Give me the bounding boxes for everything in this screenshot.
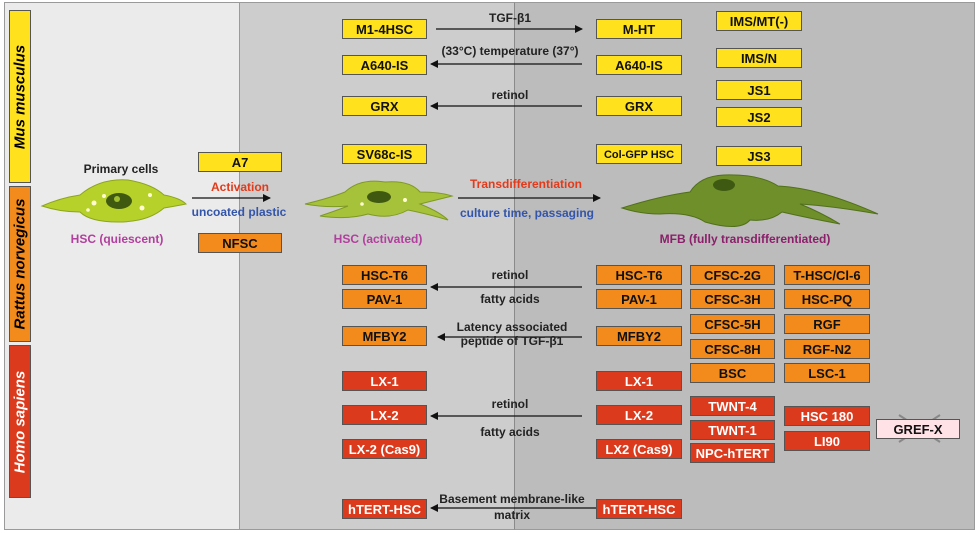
mouse-a640-is-left: A640-IS	[342, 55, 427, 75]
mouse-m1-4hsc: M1-4HSC	[342, 19, 427, 39]
mfb-label: MFB (fully transdifferentiated)	[659, 232, 831, 246]
primary-cells-label: Primary cells	[83, 162, 159, 176]
mfb-cell-icon	[620, 174, 879, 227]
rat-factor-lap-1: Latency associated	[456, 320, 568, 334]
human-npc-htert: NPC-hTERT	[690, 443, 775, 463]
mouse-factor-retinol: retinol	[491, 88, 529, 102]
rat-factor-retinol: retinol	[491, 268, 529, 282]
species-label-human: Homo sapiens	[9, 345, 31, 498]
cell-line-a7: A7	[198, 152, 282, 172]
mouse-ims-n: IMS/N	[716, 48, 802, 68]
mouse-factor-tgf: TGF-β1	[489, 11, 531, 25]
human-lx-2-cas9-left: LX-2 (Cas9)	[342, 439, 427, 459]
human-twnt-4: TWNT-4	[690, 396, 775, 416]
rat-hsc-t6-left: HSC-T6	[342, 265, 427, 285]
rat-rgf: RGF	[784, 314, 870, 334]
cell-line-nfsc: NFSC	[198, 233, 282, 253]
rat-pav-1-right: PAV-1	[596, 289, 682, 309]
mouse-js2: JS2	[716, 107, 802, 127]
rat-hsc-t6-right: HSC-T6	[596, 265, 682, 285]
human-li90: LI90	[784, 431, 870, 451]
uncoated-plastic-label: uncoated plastic	[191, 205, 287, 219]
mouse-m-ht: M-HT	[596, 19, 682, 39]
rat-factor-lap-2: peptide of TGF-β1	[460, 334, 564, 348]
transdifferentiation-label: Transdifferentiation	[469, 177, 582, 191]
human-lx-1-left: LX-1	[342, 371, 427, 391]
rat-lsc-1: LSC-1	[784, 363, 870, 383]
culture-time-label: culture time, passaging	[459, 206, 595, 220]
mouse-grx-right: GRX	[596, 96, 682, 116]
rat-factor-fatty-acids: fatty acids	[480, 292, 540, 306]
rat-rgf-n2: RGF-N2	[784, 339, 870, 359]
human-factor-bm-2: matrix	[493, 508, 531, 522]
rat-bsc: BSC	[690, 363, 775, 383]
human-factor-bm-1: Basement membrane-like	[439, 492, 585, 506]
mouse-sv68c-is: SV68c-IS	[342, 144, 427, 164]
mouse-ims-mt: IMS/MT(-)	[716, 11, 802, 31]
quiescent-cell-icon	[40, 179, 188, 223]
human-factor-retinol: retinol	[491, 397, 529, 411]
human-htert-hsc-left: hTERT-HSC	[342, 499, 427, 519]
rat-hsc-pq: HSC-PQ	[784, 289, 870, 309]
mouse-factor-temperature: (33°C) temperature (37°)	[441, 44, 579, 58]
quiescent-label: HSC (quiescent)	[70, 232, 164, 246]
mouse-grx-left: GRX	[342, 96, 427, 116]
human-factor-fatty-acids: fatty acids	[480, 425, 540, 439]
species-label-mouse: Mus musculus	[9, 10, 31, 183]
rat-mfby2-right: MFBY2	[596, 326, 682, 346]
human-twnt-1: TWNT-1	[690, 420, 775, 440]
mouse-a640-is-right: A640-IS	[596, 55, 682, 75]
rat-t-hsc-cl-6: T-HSC/Cl-6	[784, 265, 870, 285]
rat-pav-1-left: PAV-1	[342, 289, 427, 309]
activated-label: HSC (activated)	[333, 232, 423, 246]
activated-cell-icon	[304, 180, 454, 221]
human-lx-2-right: LX-2	[596, 405, 682, 425]
human-lx2-cas9-right: LX2 (Cas9)	[596, 439, 682, 459]
mouse-js1: JS1	[716, 80, 802, 100]
human-gref-x-discontinued: GREF-X	[876, 419, 960, 439]
mouse-col-gfp-hsc: Col-GFP HSC	[596, 144, 682, 164]
rat-mfby2-left: MFBY2	[342, 326, 427, 346]
rat-cfsc-5h: CFSC-5H	[690, 314, 775, 334]
panel-quiescent	[4, 2, 240, 530]
human-htert-hsc-right: hTERT-HSC	[596, 499, 682, 519]
rat-cfsc-2g: CFSC-2G	[690, 265, 775, 285]
human-lx-1-right: LX-1	[596, 371, 682, 391]
mouse-js3: JS3	[716, 146, 802, 166]
rat-cfsc-3h: CFSC-3H	[690, 289, 775, 309]
rat-cfsc-8h: CFSC-8H	[690, 339, 775, 359]
human-hsc-180: HSC 180	[784, 406, 870, 426]
activation-label: Activation	[210, 180, 269, 194]
species-label-rat: Rattus norvegicus	[9, 186, 31, 342]
human-lx-2-left: LX-2	[342, 405, 427, 425]
